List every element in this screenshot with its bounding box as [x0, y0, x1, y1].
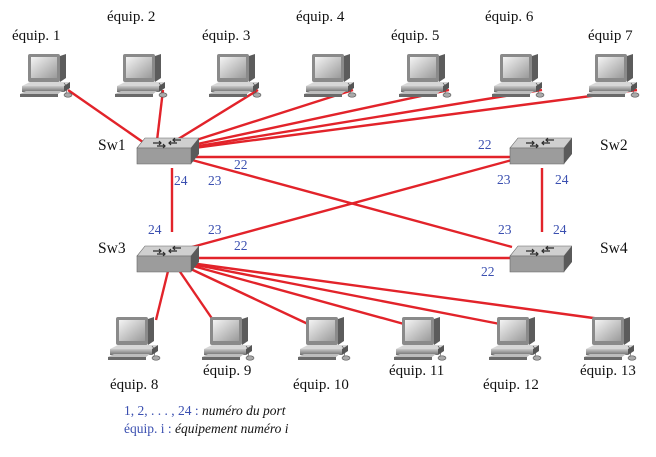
link-d5 — [173, 88, 450, 151]
computer-icon-d7[interactable] — [586, 53, 640, 98]
computer-icon-d6[interactable] — [491, 53, 545, 98]
switch-label-sw1: Sw1 — [98, 137, 126, 154]
link-d9 — [173, 262, 214, 321]
port-label-sw2-sw1: 22 — [478, 137, 492, 152]
port-label-sw4-sw2: 24 — [553, 222, 567, 237]
computer-icon-d9[interactable] — [201, 316, 255, 361]
computer-icon-d2[interactable] — [114, 53, 168, 98]
link-d6 — [179, 88, 543, 151]
computer-icon-d13[interactable] — [583, 316, 637, 361]
legend-equip: équip. i : équipement numéro i — [124, 421, 289, 436]
link-d8 — [154, 262, 172, 321]
link-d13 — [189, 261, 609, 322]
computer-icon-d8[interactable] — [107, 316, 161, 361]
computer-icon-d3[interactable] — [208, 53, 262, 98]
link-d1 — [67, 89, 151, 148]
link-d11 — [181, 261, 405, 326]
device-label-d11: équip. 11 — [389, 363, 445, 379]
trunk-sw2-sw3 — [191, 158, 513, 249]
switch-label-sw4: Sw4 — [600, 240, 628, 257]
device-label-d10: équip. 10 — [293, 377, 349, 393]
computer-icon-d5[interactable] — [398, 53, 452, 98]
legend-ports-key: 1, 2, . . . , 24 — [124, 403, 192, 418]
legend-equip-desc: équipement numéro i — [175, 421, 289, 436]
switch-label-sw2: Sw2 — [600, 137, 628, 154]
port-label-sw3-sw2: 23 — [208, 222, 222, 237]
port-label-sw3-sw1: 24 — [148, 222, 162, 237]
device-label-d3: équip. 3 — [202, 28, 251, 44]
port-label-sw4-sw1: 23 — [498, 222, 512, 237]
link-d7 — [185, 88, 638, 151]
device-label-d5: équip. 5 — [391, 28, 440, 44]
port-label-sw2-sw4: 24 — [555, 172, 569, 187]
port-label-sw1-sw4: 23 — [208, 173, 222, 188]
legend-ports-desc: numéro du port — [202, 403, 286, 418]
device-label-d8: équip. 8 — [110, 377, 159, 393]
legend-equip-key: équip. i — [124, 421, 165, 436]
device-label-d13: équip. 13 — [580, 363, 636, 379]
port-label-sw2-sw3: 23 — [497, 172, 511, 187]
device-label-d2: équip. 2 — [107, 9, 156, 25]
link-d12 — [185, 261, 501, 326]
switch-icon-sw2[interactable] — [509, 137, 572, 165]
port-label-sw1-sw3: 24 — [174, 173, 188, 188]
device-label-d4: équip. 4 — [296, 9, 345, 25]
device-label-d1: équip. 1 — [12, 28, 61, 44]
legend-ports: 1, 2, . . . , 24 : numéro du port — [124, 403, 286, 418]
link-d10 — [177, 261, 309, 326]
switch-icon-sw4[interactable] — [509, 245, 572, 273]
switch-icon-sw3[interactable] — [136, 245, 199, 273]
port-label-sw1-sw2: 22 — [234, 157, 248, 172]
device-label-d9: équip. 9 — [203, 363, 252, 379]
device-label-d12: équip. 12 — [483, 377, 539, 393]
device-label-d7: équip 7 — [588, 28, 633, 44]
switch-label-sw3: Sw3 — [98, 240, 126, 257]
computer-icon-d1[interactable] — [19, 53, 73, 98]
port-label-sw4-sw3: 22 — [481, 264, 495, 279]
port-label-sw3-sw4: 22 — [234, 238, 248, 253]
computer-icon-d4[interactable] — [303, 53, 357, 98]
device-label-d6: équip. 6 — [485, 9, 534, 25]
switch-icon-sw1[interactable] — [136, 137, 199, 165]
